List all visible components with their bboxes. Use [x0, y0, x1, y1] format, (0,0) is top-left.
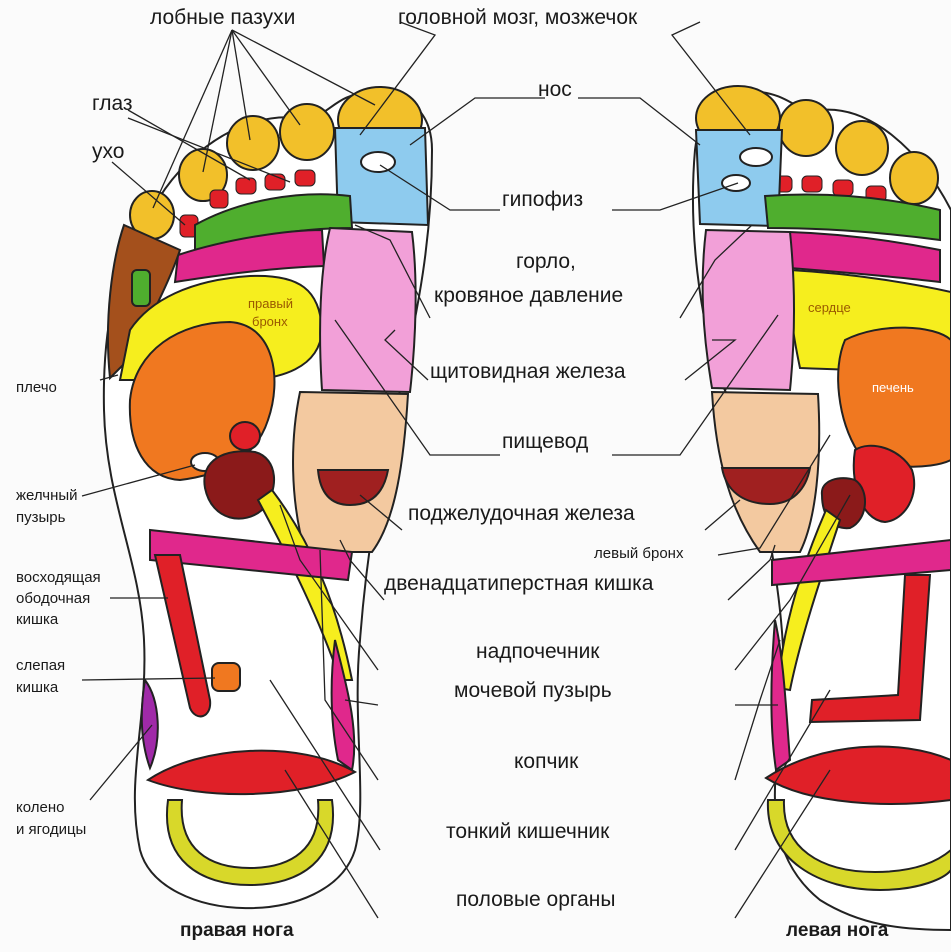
label-throat: горло, — [516, 250, 576, 273]
left-bladder — [770, 619, 792, 772]
right-ascending-colon — [153, 554, 212, 718]
label-bladder: мочевой пузырь — [454, 679, 612, 702]
right-bladder — [330, 639, 356, 772]
label-left-bronchus: левый бронх — [594, 545, 684, 562]
label-genitals: половые органы — [456, 888, 615, 911]
right-foot — [102, 86, 434, 910]
left-green-band — [763, 193, 941, 242]
right-nose-zone — [333, 127, 430, 227]
label-esophagus: пищевод — [502, 430, 588, 453]
label-adrenal: надпочечник — [476, 640, 600, 663]
label-ascending-colon-1: восходящая — [16, 569, 101, 586]
label-frontal-sinuses: лобные пазухи — [150, 6, 295, 29]
left-toe-4 — [889, 151, 939, 205]
label-knee-2: и ягодицы — [16, 821, 86, 838]
right-toe-3 — [226, 115, 280, 171]
left-toe-3 — [835, 120, 889, 176]
right-cecum — [211, 662, 241, 692]
label-gallbladder-2: пузырь — [16, 509, 66, 526]
label-left-foot: левая нога — [786, 920, 889, 941]
label-heart: сердце — [808, 300, 851, 315]
text-labels: лобные пазухи головной мозг, мозжечок гл… — [16, 6, 914, 941]
left-descending-colon — [808, 574, 932, 724]
right-pancreas — [316, 469, 390, 507]
label-right-bronchus-1: правый — [248, 296, 293, 311]
left-liver-zone — [837, 326, 951, 468]
left-pituitary-dot — [721, 174, 751, 192]
left-magenta-band — [789, 230, 941, 284]
right-pituitary-dot — [360, 151, 396, 173]
right-kidney — [203, 450, 275, 520]
left-small-intestine — [764, 745, 951, 805]
label-right-foot: правая нога — [180, 920, 294, 941]
label-pituitary: гипофиз — [502, 188, 583, 211]
label-cecum-2: кишка — [16, 679, 59, 696]
label-nose: нос — [538, 78, 572, 101]
right-transverse-colon — [149, 528, 354, 582]
label-right-bronchus-2: бронх — [252, 314, 288, 329]
left-thyroid-zone — [701, 228, 796, 392]
label-ascending-colon-3: кишка — [16, 611, 59, 628]
label-coccyx: копчик — [514, 750, 579, 773]
label-small-intestine: тонкий кишечник — [446, 820, 610, 843]
right-heel-crescent — [165, 799, 335, 887]
label-brain-cerebellum: головной мозг, мозжечок — [398, 6, 638, 29]
label-ascending-colon-2: ободочная — [16, 590, 90, 607]
label-pancreas: поджелудочная железа — [408, 502, 635, 525]
label-thyroid: щитовидная железа — [430, 360, 626, 383]
label-cecum-1: слепая — [16, 657, 65, 674]
right-toe-4 — [178, 148, 228, 202]
right-toe-2 — [279, 103, 335, 161]
left-foot — [691, 85, 951, 932]
right-small-intestine — [145, 749, 358, 796]
label-knee-1: колено — [16, 799, 64, 816]
label-liver: печень — [872, 380, 914, 395]
right-thyroid-zone — [319, 226, 417, 394]
label-ear: ухо — [92, 140, 124, 163]
label-blood-pressure: кровяное давление — [434, 284, 623, 307]
label-eye: глаз — [92, 92, 133, 115]
label-gallbladder-1: желчный — [16, 487, 78, 504]
left-pancreas — [720, 467, 812, 506]
left-toe-2 — [778, 99, 834, 157]
leader-lines — [81, 21, 851, 919]
label-duodenum: двенадцатиперстная кишка — [384, 572, 654, 595]
label-shoulder: плечо — [16, 379, 57, 396]
left-heel-crescent — [766, 799, 951, 892]
left-transverse-colon — [771, 538, 951, 587]
right-knee-zone — [140, 677, 159, 771]
